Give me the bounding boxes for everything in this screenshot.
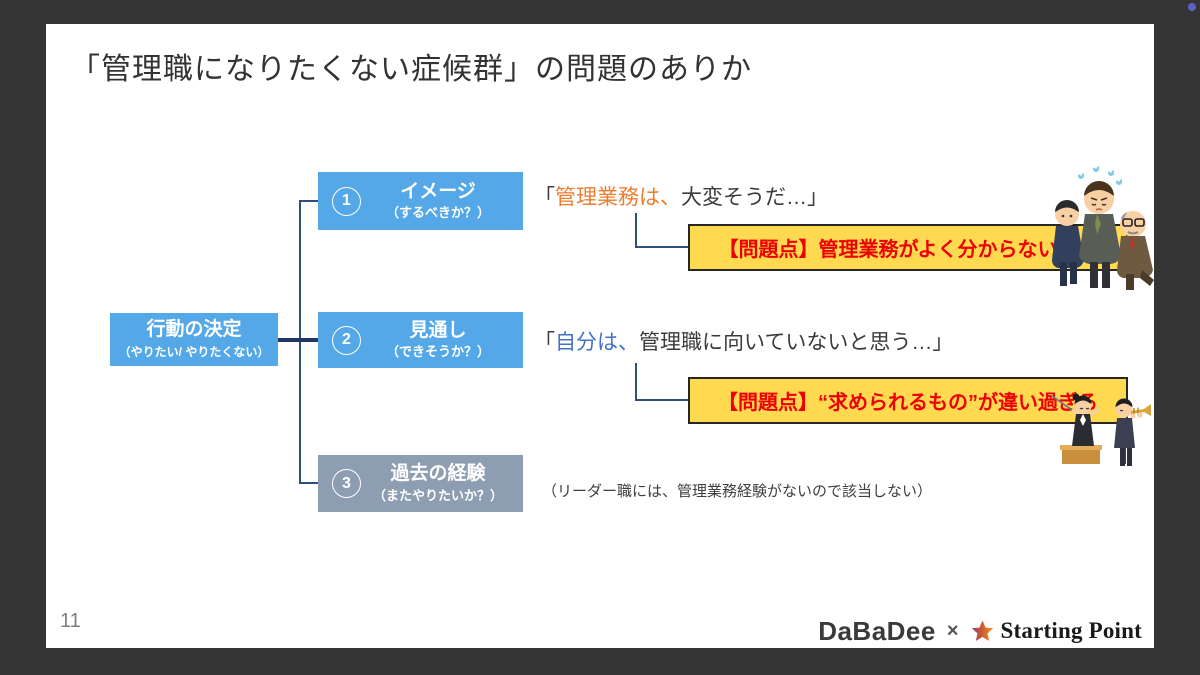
connector-quote2-vertical	[635, 363, 637, 401]
page-title: 「管理職になりたくない症候群」の問題のありか	[70, 53, 752, 86]
connector-quote1-horizontal	[635, 246, 688, 248]
factor-title: 過去の経験	[390, 463, 486, 485]
connector-branch-top	[299, 200, 318, 202]
factor-box-past-experience: 3 過去の経験 （またやりたいか？）	[318, 455, 523, 512]
connector-quote1-vertical	[635, 213, 637, 248]
footer-brands: DaBaDee × Starting Point	[818, 616, 1142, 646]
factor-box-image: 1 イメージ （するべきか？）	[318, 172, 523, 230]
factor-title: 見通し	[409, 319, 467, 341]
starting-point-logo: Starting Point	[970, 618, 1142, 644]
quote-emphasis: 管理業務は、	[555, 186, 681, 209]
conductor-and-trumpeter-illustration	[1051, 393, 1151, 466]
page-number: 11	[60, 610, 81, 632]
factor-subtitle: （またやりたいか？）	[372, 487, 503, 503]
circled-number-3: 3	[332, 469, 361, 498]
problem-box-2: 【問題点】“求められるもの”が違い過ぎる	[688, 377, 1128, 424]
circled-number-2: 2	[332, 325, 361, 355]
quote-emphasis: 自分は、	[555, 331, 639, 354]
factor-subtitle: （できそうか？）	[385, 344, 490, 360]
slide: 「管理職になりたくない症候群」の問題のありか 行動の決定 （やりたい/ やりたく…	[46, 24, 1154, 648]
exhausted-managers-illustration	[1052, 166, 1154, 290]
leader-note: （リーダー職には、管理業務経験がないので該当しない）	[542, 483, 933, 500]
decision-box: 行動の決定 （やりたい/ やりたくない）	[110, 313, 278, 366]
circled-number-1: 1	[332, 186, 361, 216]
starting-point-text: Starting Point	[1000, 618, 1142, 643]
connector-trunk	[299, 200, 301, 484]
connector-quote2-horizontal	[635, 399, 688, 401]
factor-subtitle: （するべきか？）	[385, 205, 490, 221]
star-icon	[971, 620, 993, 641]
connector-branch-bottom	[299, 482, 318, 484]
decision-box-subtitle: （やりたい/ やりたくない）	[118, 344, 270, 359]
multiply-sign: ×	[946, 619, 959, 642]
decision-box-title: 行動の決定	[146, 319, 242, 341]
quote-not-suited: 「自分は、管理職に向いていないと思う…」	[534, 331, 954, 354]
dabadee-logo: DaBaDee	[818, 615, 936, 646]
presence-dot	[1188, 3, 1196, 11]
factor-title: イメージ	[400, 180, 476, 202]
factor-box-outlook: 2 見通し （できそうか？）	[318, 312, 523, 368]
quote-management-work: 「管理業務は、大変そうだ…」	[534, 186, 828, 209]
connector-branch-middle	[277, 338, 318, 342]
